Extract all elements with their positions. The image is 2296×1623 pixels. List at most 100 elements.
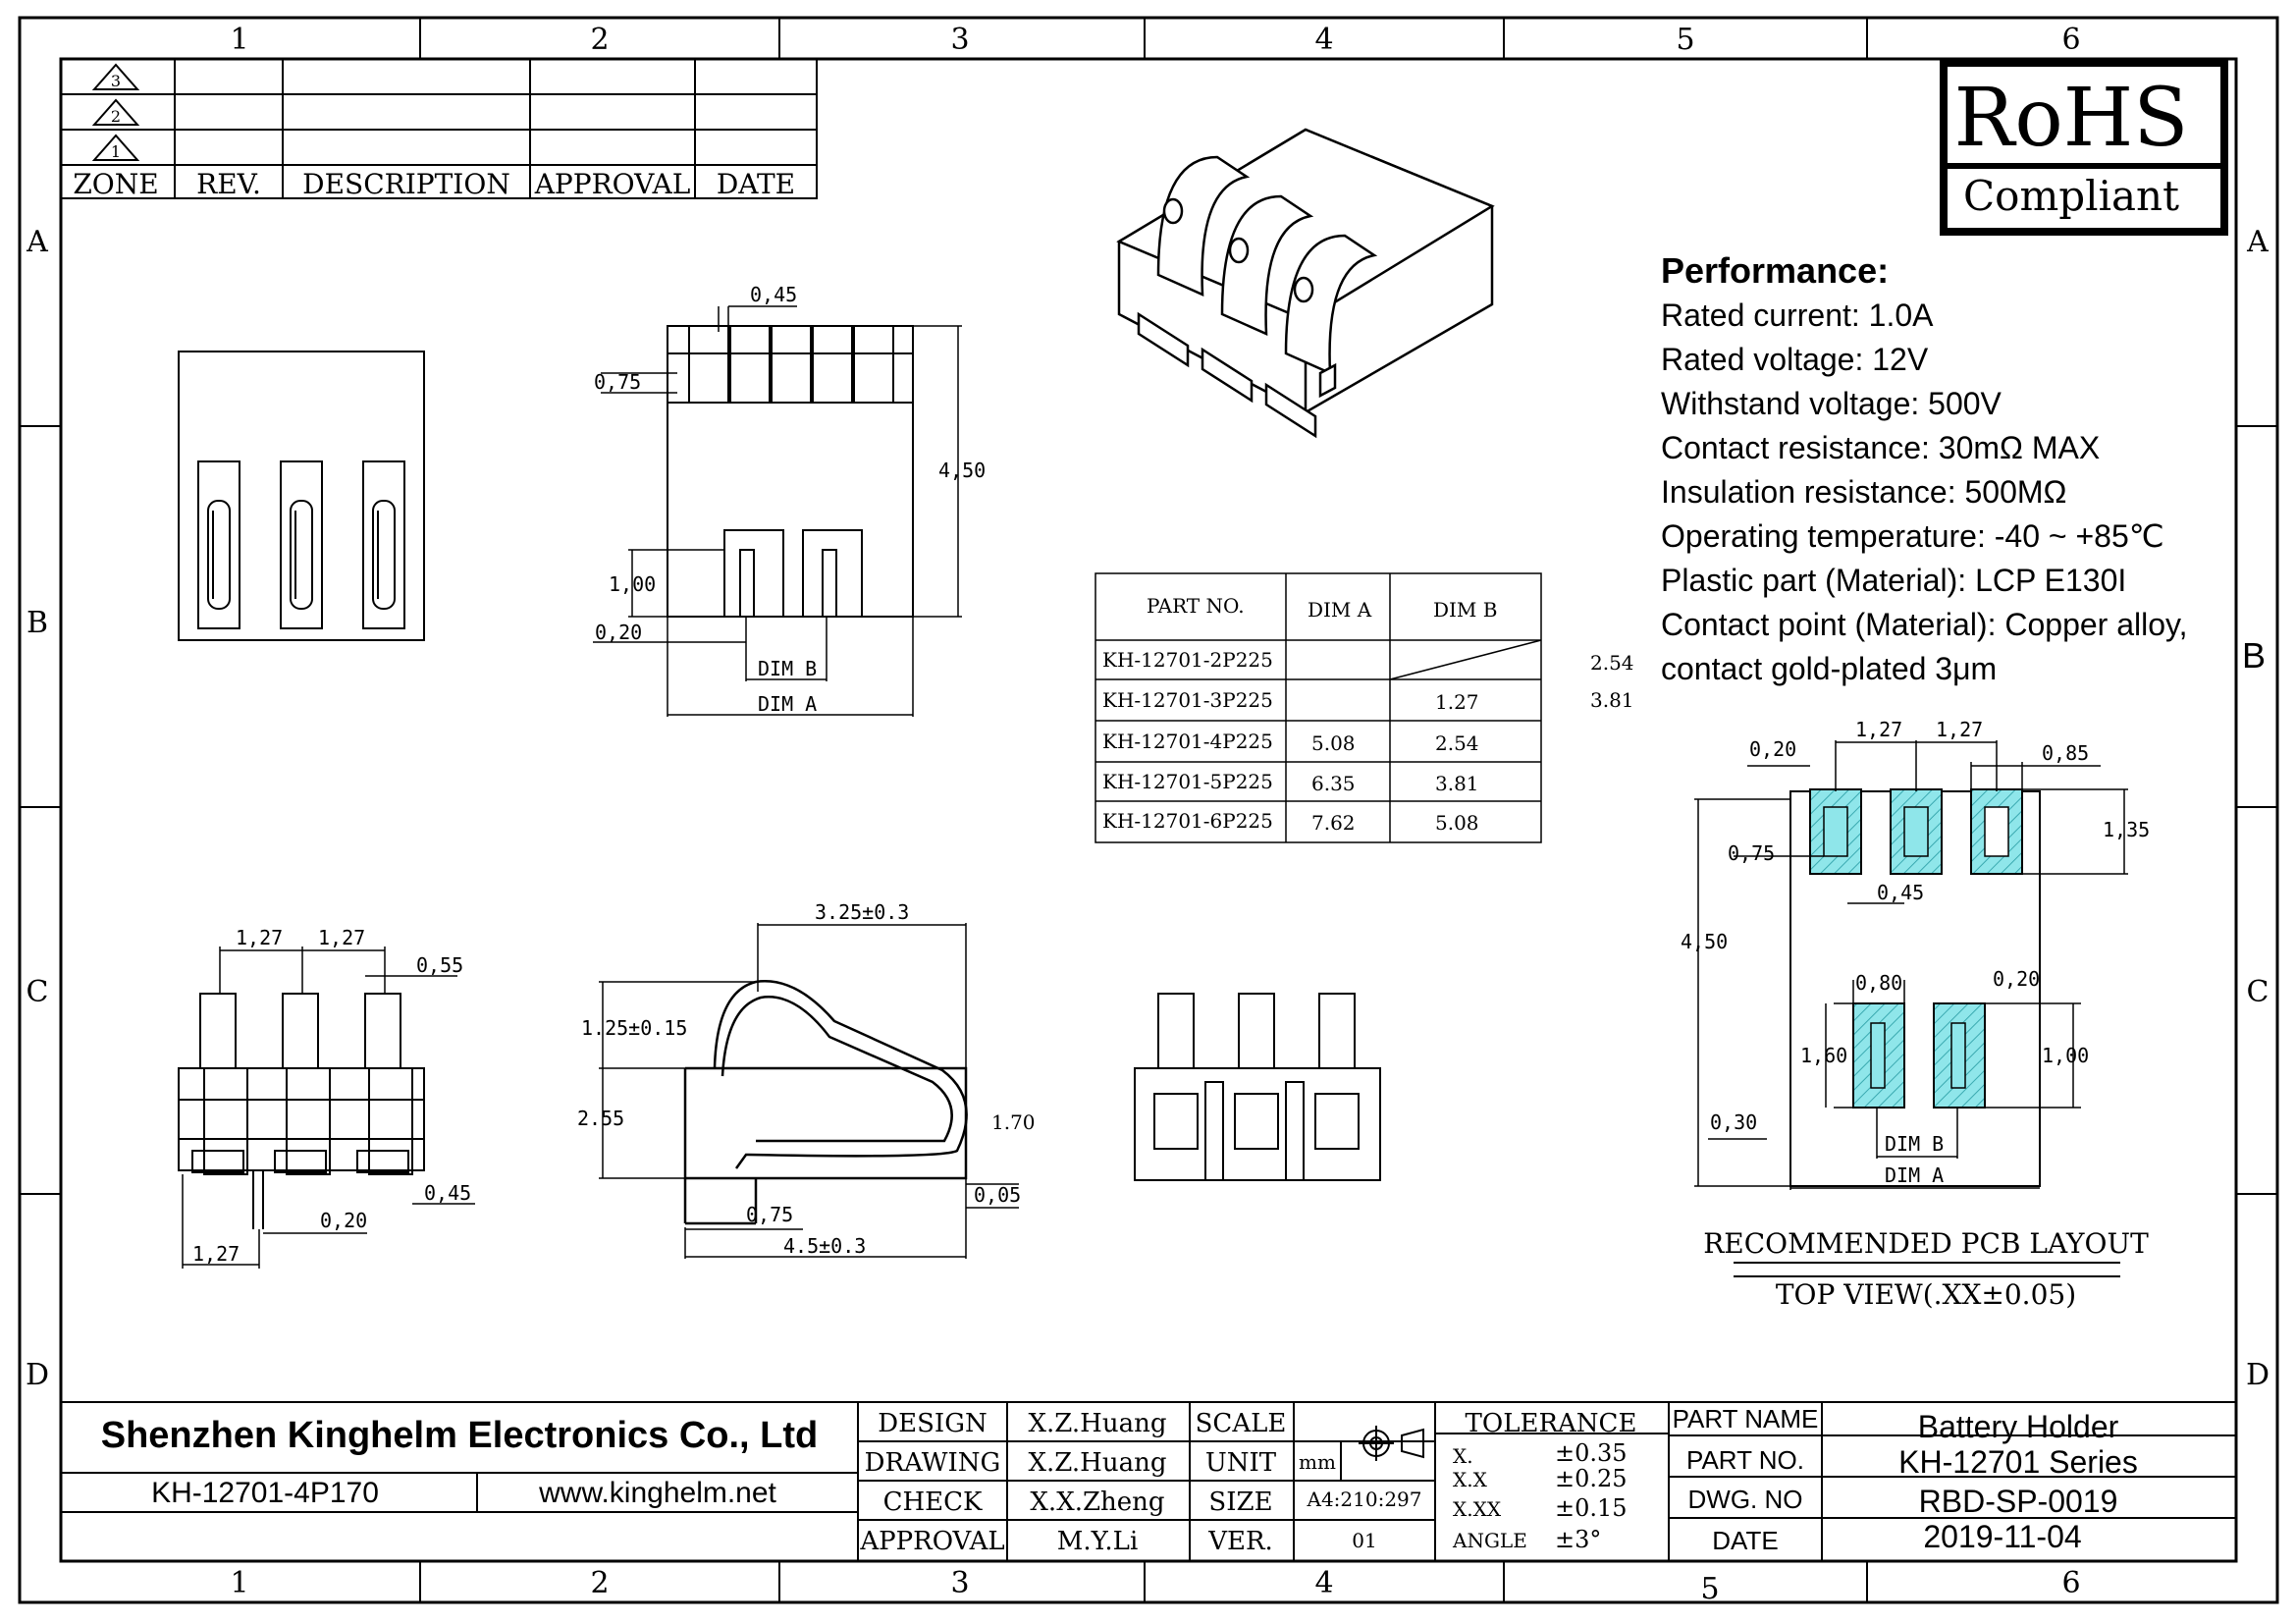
performance-title: Performance: <box>1661 250 1889 291</box>
row-label-b: B <box>27 606 48 640</box>
bottom-view-labels: 1,27 1,27 0,55 0,45 0,20 1,27 <box>192 926 471 1266</box>
scale-label: SCALE <box>1196 1409 1287 1438</box>
part-name-label: PART NAME <box>1673 1404 1819 1434</box>
part-no-label: PART NO. <box>1686 1445 1804 1475</box>
col-label-4-bottom: 4 <box>1314 1566 1333 1600</box>
dim-label: 0,05 <box>974 1183 1021 1207</box>
rev-header-date: DATE <box>717 168 795 200</box>
tol-value: ±0.35 <box>1555 1439 1628 1467</box>
dim-label: 1,35 <box>2103 818 2150 841</box>
rohs-mark: RoHS Compliant <box>1940 59 2228 236</box>
col-label-1: 1 <box>230 23 248 57</box>
dwg-no-value: RBD-SP-0019 <box>1919 1484 2118 1519</box>
rev-header-description: DESCRIPTION <box>302 168 510 200</box>
dim-table-side-value: 3.81 <box>1590 688 1634 712</box>
dim-label: 1,27 <box>236 926 283 949</box>
dim-label: 4,50 <box>1681 930 1728 953</box>
dim-label: DIM A <box>1885 1163 1944 1187</box>
pcb-subtitle: TOP VIEW(.XX±0.05) <box>1776 1278 2076 1311</box>
perf-line: Contact resistance: 30mΩ MAX <box>1661 430 2100 465</box>
col-label-5-bottom: 5 <box>1700 1572 1719 1606</box>
rohs-subtitle: Compliant <box>1963 172 2179 220</box>
row-label-c: C <box>27 975 49 1009</box>
front-view-labels: 0,45 0,75 4,50 1,00 0,20 DIM B DIM A <box>594 283 986 716</box>
dim-label: DIM A <box>758 692 817 716</box>
dim-label: DIM B <box>1885 1132 1944 1156</box>
col-label-6-bottom: 6 <box>2061 1566 2080 1600</box>
rev-header-approval: APPROVAL <box>534 168 691 200</box>
ver-label: VER. <box>1207 1527 1273 1556</box>
check-value: X.X.Zheng <box>1030 1488 1164 1517</box>
dim-table-cell: 5.08 <box>1435 811 1479 835</box>
date-label: DATE <box>1712 1526 1778 1555</box>
dim-table-part: KH-12701-6P225 <box>1102 809 1273 833</box>
tol-key: X.X <box>1453 1468 1488 1491</box>
col-label-3-bottom: 3 <box>950 1566 969 1600</box>
dim-label: 3.25±0.3 <box>815 900 909 924</box>
col-label-6: 6 <box>2061 23 2080 57</box>
dim-label: 1,27 <box>1936 718 1983 741</box>
front-view-dimensions <box>593 305 962 717</box>
col-label-2-bottom: 2 <box>590 1566 609 1600</box>
col-label-1-bottom: 1 <box>230 1566 248 1600</box>
company-name: Shenzhen Kinghelm Electronics Co., Ltd <box>101 1415 819 1456</box>
dim-label: 1.25±0.15 <box>581 1016 687 1040</box>
row-label-d-right: D <box>2246 1358 2269 1392</box>
dim-label: 1.70 <box>991 1110 1036 1134</box>
dim-label: 0,80 <box>1855 971 1902 995</box>
dim-table-cell: 7.62 <box>1311 811 1356 835</box>
dim-label: 1,00 <box>2042 1044 2089 1067</box>
rev-mark-1: 1 <box>111 142 121 161</box>
design-label: DESIGN <box>878 1409 987 1438</box>
dim-label: 1,27 <box>318 926 365 949</box>
side-view-dimensions <box>599 923 1019 1259</box>
size-label: SIZE <box>1208 1488 1272 1517</box>
perf-line: Plastic part (Material): LCP E130I <box>1661 563 2126 598</box>
rev-mark-2: 2 <box>111 107 121 126</box>
dim-label: 0,75 <box>1728 841 1775 865</box>
side-view <box>683 980 968 1225</box>
dim-label: 0,55 <box>416 953 463 977</box>
rohs-title: RoHS <box>1954 72 2189 165</box>
company-website: www.kinghelm.net <box>538 1477 776 1509</box>
bottom-view-dimensions <box>182 947 475 1269</box>
dim-label: 4.5±0.3 <box>783 1234 866 1258</box>
dim-label: 1,00 <box>609 572 656 596</box>
dim-label: 4,50 <box>938 459 986 482</box>
dim-label: 2.55 <box>577 1107 624 1130</box>
rev-mark-3: 3 <box>111 72 121 90</box>
ver-value: 01 <box>1352 1529 1376 1552</box>
design-value: X.Z.Huang <box>1029 1409 1167 1438</box>
row-label-c-right: C <box>2247 975 2269 1009</box>
dim-table-header: DIM B <box>1433 598 1497 622</box>
tol-key: X. <box>1453 1444 1473 1468</box>
dwg-no-label: DWG. NO <box>1688 1485 1803 1514</box>
perf-line: contact gold-plated 3μm <box>1661 651 1997 686</box>
dim-label: 0,85 <box>2042 741 2089 765</box>
dim-label: 0,20 <box>1993 967 2040 991</box>
row-label-d: D <box>26 1358 49 1392</box>
dim-table-cell: 3.81 <box>1435 772 1479 795</box>
front-view <box>667 325 914 618</box>
dim-table-cell: 1.27 <box>1435 690 1479 714</box>
col-label-5: 5 <box>1676 23 1694 57</box>
tol-key: X.XX <box>1453 1497 1502 1521</box>
perf-line: Withstand voltage: 500V <box>1661 386 2002 421</box>
top-view-housing <box>178 351 425 641</box>
dim-label: 1,27 <box>192 1242 240 1266</box>
drawing-part-number: KH-12701-4P170 <box>151 1477 379 1509</box>
rev-header-zone: ZONE <box>73 168 158 200</box>
title-block-text: Shenzhen Kinghelm Electronics Co., Ltd K… <box>101 1404 2138 1556</box>
bottom-view <box>178 993 425 1229</box>
dim-table-text: PART NO. DIM A DIM B KH-12701-2P225 KH-1… <box>1102 594 1634 835</box>
dim-table-part: KH-12701-3P225 <box>1102 688 1273 712</box>
dim-table-part: KH-12701-2P225 <box>1102 648 1273 672</box>
perf-line: Insulation resistance: 500MΩ <box>1661 474 2066 510</box>
dim-table-part: KH-12701-5P225 <box>1102 770 1273 793</box>
dim-label: 1,27 <box>1855 718 1902 741</box>
dim-label: DIM B <box>758 657 817 680</box>
dim-label: 0,75 <box>746 1203 793 1226</box>
approval-label: APPROVAL <box>859 1527 1004 1556</box>
pcb-layout <box>1789 788 2041 1187</box>
